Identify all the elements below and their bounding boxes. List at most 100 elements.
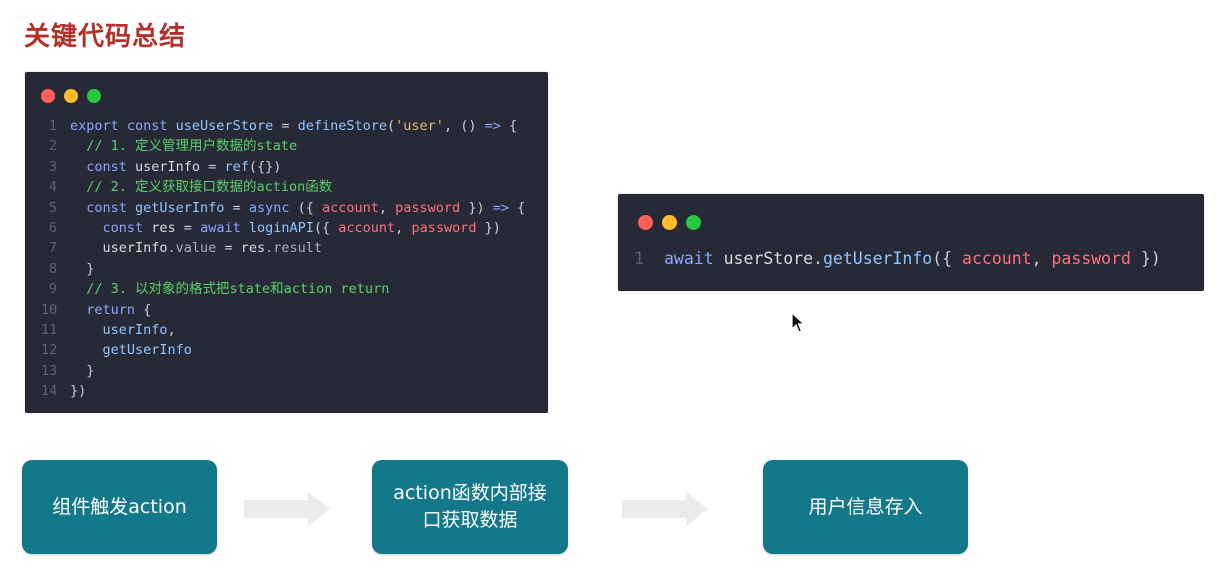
line-number: 3 — [48, 158, 57, 175]
code-token: res — [240, 240, 266, 257]
close-dot-icon — [41, 89, 55, 103]
flow-step-label: 组件触发action — [52, 495, 187, 518]
line-number: 1 — [48, 118, 57, 134]
code-token: } — [70, 362, 95, 379]
code-token: = — [273, 118, 298, 134]
line-number: 9 — [48, 281, 57, 298]
code-token: // 1. 定义管理用户数据的state — [70, 138, 298, 155]
code-token: getUserInfo — [70, 342, 192, 359]
line-number: 13 — [41, 362, 58, 379]
slide-title: 关键代码总结 — [24, 22, 187, 52]
code-token: const — [70, 158, 136, 175]
code-token: password — [411, 220, 477, 237]
code-token: userStore — [723, 249, 814, 268]
line-number: 1 — [634, 249, 644, 268]
line-number: 7 — [48, 240, 57, 257]
code-token: loginAPI — [248, 220, 314, 237]
mouse-cursor-icon — [791, 312, 805, 333]
code-line: 14}) — [41, 381, 525, 401]
code-token: ref — [224, 158, 249, 175]
code-token: , — [167, 322, 176, 339]
code-token: getUserInfo — [135, 199, 225, 216]
code-window-store: 1 export const useUserStore = defineStore… — [25, 72, 548, 413]
code-token: getUserInfo — [822, 249, 933, 268]
window-controls — [638, 215, 701, 230]
code-token: userInfo — [70, 322, 168, 339]
minimize-dot-icon — [64, 89, 78, 103]
code-token: export const — [70, 118, 176, 134]
code-token: // 2. 定义获取接口数据的action函数 — [70, 179, 333, 196]
minimize-dot-icon — [662, 215, 677, 230]
code-token: password — [1051, 249, 1131, 268]
code-token: }) — [460, 199, 493, 216]
code-line: 8 } — [41, 259, 525, 279]
code-line: 6 const res = await loginAPI({ account, … — [41, 218, 525, 238]
code-token: , — [395, 220, 412, 237]
code-line: 3 const userInfo = ref({}) — [41, 157, 525, 177]
line-number: 4 — [48, 179, 57, 196]
code-token: , () — [443, 118, 485, 134]
code-token: const — [70, 220, 152, 237]
code-token: account — [962, 249, 1032, 268]
code-token: }) — [476, 220, 501, 237]
code-token: = — [224, 199, 249, 216]
line-number: 8 — [48, 260, 57, 277]
code-token: . — [813, 249, 823, 268]
code-token: => — [484, 118, 501, 134]
code-line: 4 // 2. 定义获取接口数据的action函数 — [41, 177, 525, 197]
line-number: 6 — [48, 220, 57, 237]
flow-step-label: action函数内部接口获取数据 — [393, 482, 547, 531]
code-token: { — [135, 301, 152, 318]
line-number: 10 — [41, 301, 58, 318]
code-line: 2 // 1. 定义管理用户数据的state — [41, 136, 525, 156]
code-token: await — [664, 249, 724, 268]
code-token: , — [1031, 249, 1052, 268]
arrow-right-icon — [244, 492, 330, 526]
code-block: 1 export const useUserStore = defineStore… — [41, 116, 525, 402]
code-token: ( — [387, 118, 396, 134]
line-number: 14 — [41, 383, 58, 400]
code-token: 'user' — [395, 118, 444, 134]
code-token: await — [200, 220, 249, 237]
close-dot-icon — [638, 215, 653, 230]
code-token: => — [492, 199, 509, 216]
code-line: 11 userInfo, — [41, 320, 525, 340]
code-token: .value — [167, 240, 217, 257]
code-token: async — [248, 199, 290, 216]
code-token: account — [321, 199, 379, 216]
arrow-right-icon — [622, 492, 708, 526]
code-line: 12 getUserInfo — [41, 340, 525, 360]
code-line: 5 const getUserInfo = async ({ account, … — [41, 198, 525, 218]
code-token: }) — [70, 383, 87, 400]
code-token: defineStore — [297, 118, 388, 134]
code-token: useUserStore — [175, 118, 274, 134]
window-controls — [41, 89, 101, 103]
code-token: ({ — [932, 249, 963, 268]
code-token: return — [70, 301, 136, 318]
code-token: account — [338, 220, 396, 237]
flow-step-label: 用户信息存入 — [808, 495, 923, 518]
maximize-dot-icon — [87, 89, 101, 103]
line-number: 2 — [48, 138, 57, 155]
code-token: ({ — [289, 199, 322, 216]
code-line: 13 } — [41, 361, 525, 381]
code-token: }) — [1130, 249, 1161, 268]
line-number: 5 — [48, 199, 57, 216]
code-token: { — [508, 199, 526, 216]
code-token: res — [151, 220, 176, 237]
code-line: 10 return { — [41, 300, 525, 320]
code-token: = — [200, 158, 225, 175]
code-token: = — [175, 220, 201, 237]
code-token: .result — [265, 240, 323, 257]
flow-step-fetch: action函数内部接口获取数据 — [372, 460, 568, 554]
code-line: 7 userInfo.value = res.result — [41, 238, 525, 258]
code-token: = — [216, 240, 241, 257]
code-token: ({}) — [248, 158, 282, 175]
code-token: } — [70, 260, 95, 277]
code-token: ({ — [313, 220, 339, 237]
flow-step-trigger: 组件触发action — [22, 460, 217, 554]
line-number: 12 — [41, 342, 58, 359]
